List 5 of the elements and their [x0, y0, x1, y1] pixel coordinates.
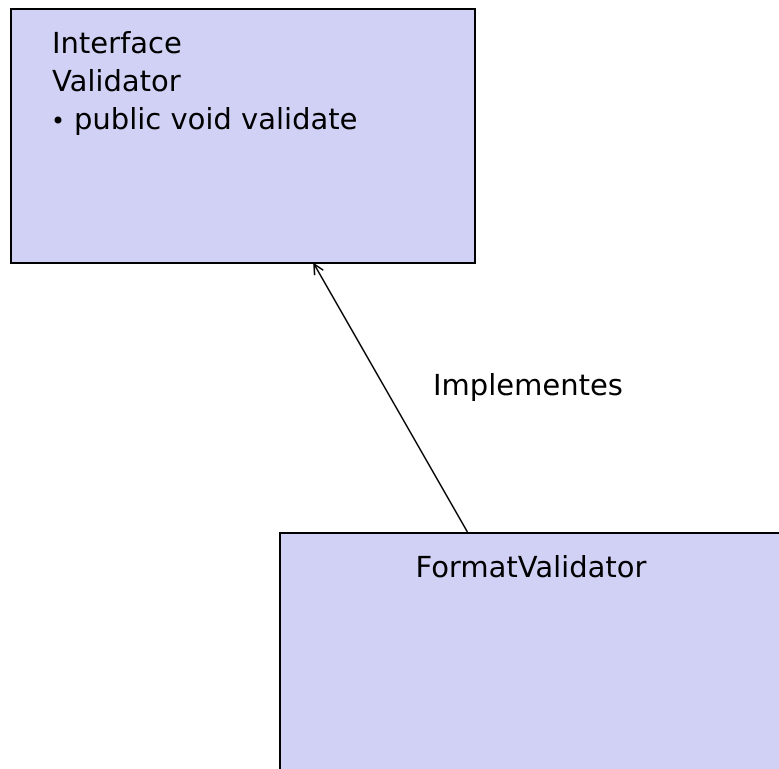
- class-box: [10, 8, 476, 264]
- arrow: [313, 263, 468, 532]
- class-name: FormatValidator: [414, 549, 648, 586]
- method-text: public void validate: [74, 101, 358, 138]
- class-box: [279, 532, 779, 769]
